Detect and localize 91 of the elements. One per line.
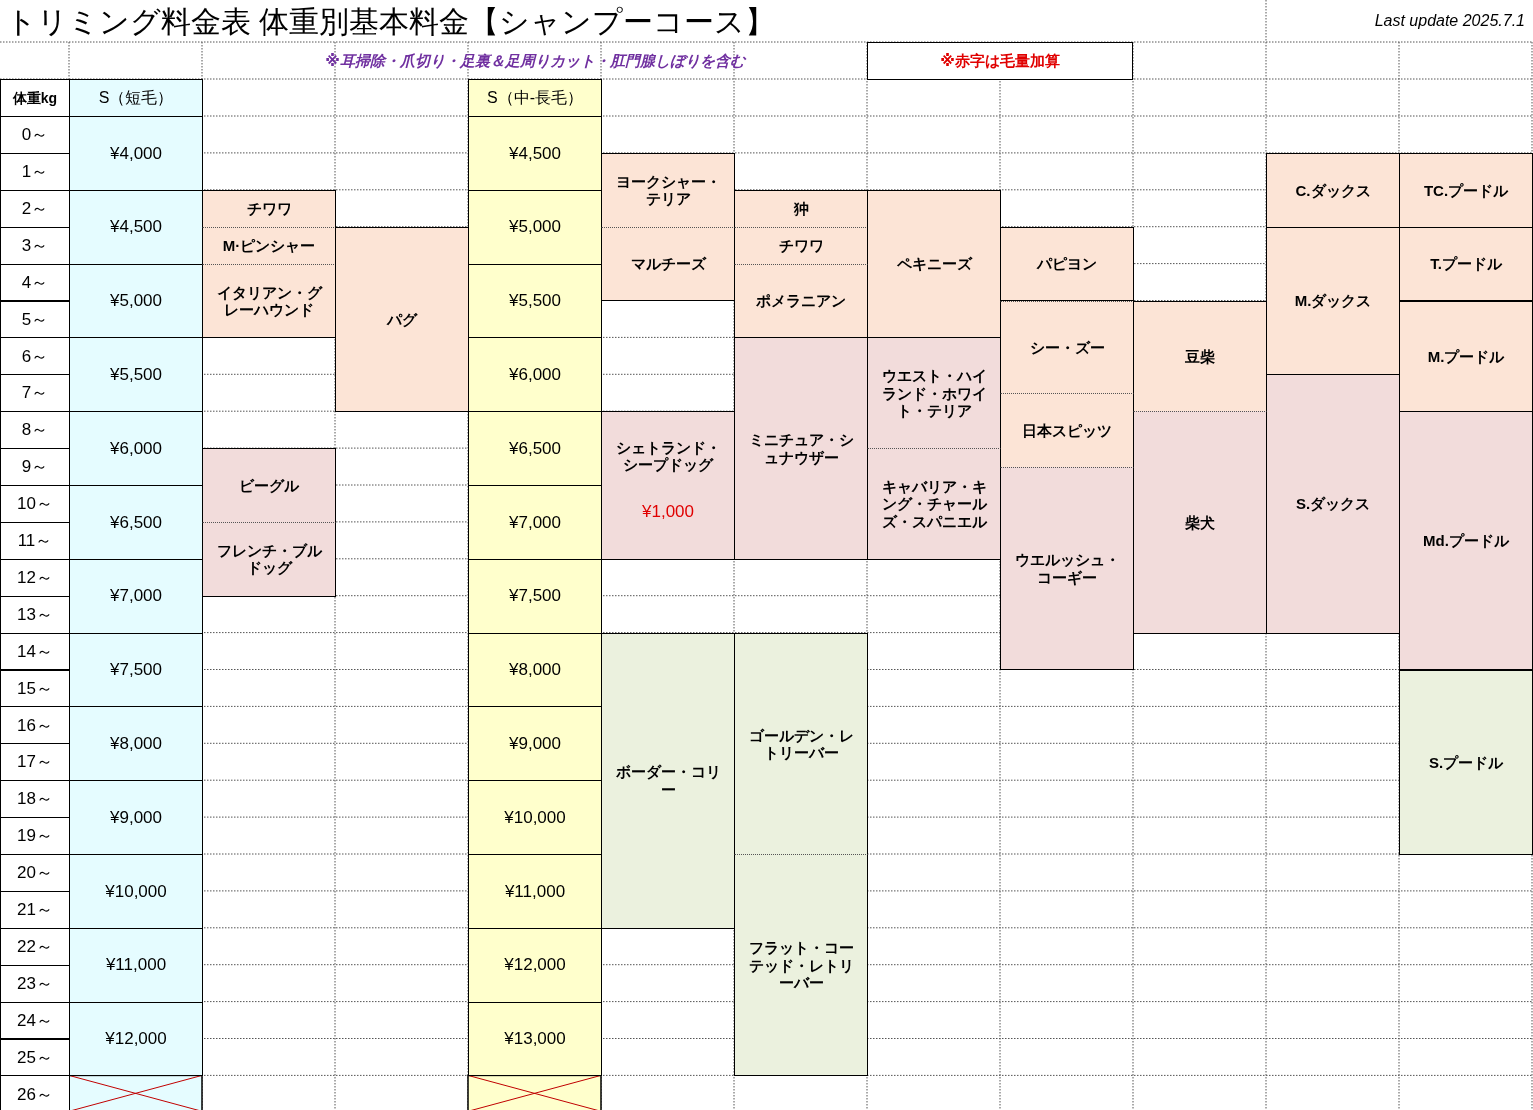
breed-cell: イタリアン・グレーハウンド <box>202 263 336 339</box>
price-cell: ¥9,000 <box>468 706 602 782</box>
weight-label: 1～ <box>0 152 70 191</box>
price-cell: ¥6,500 <box>468 411 602 486</box>
breed-cell: C.ダックス <box>1266 152 1400 228</box>
column-header: S（短毛） <box>69 79 203 117</box>
breed-cell: チワワ <box>734 226 868 265</box>
weight-label: 17～ <box>0 743 70 782</box>
breed-cell: ペキニーズ <box>867 189 1001 339</box>
breed-cell: M·ピンシャー <box>202 226 336 265</box>
breed-cell: TC.プードル <box>1399 152 1533 228</box>
weight-label: 7～ <box>0 374 70 413</box>
weight-label: 26～ <box>0 1075 70 1110</box>
weight-label: 15～ <box>0 669 70 708</box>
title: トリミング料金表 体重別基本料金【シャンプーコース】 <box>6 3 776 40</box>
breed-cell: Md.プードル <box>1399 411 1533 671</box>
weight-label: 12～ <box>0 558 70 597</box>
price-cell: ¥7,000 <box>468 485 602 560</box>
breed-cell: フラット・コーテッド・レトリーバー <box>734 854 868 1077</box>
weight-label: 16～ <box>0 706 70 745</box>
breed-cell: S.プードル <box>1399 669 1533 855</box>
price-cell: ¥5,000 <box>69 263 203 339</box>
weight-label: 9～ <box>0 448 70 486</box>
price-cell: ¥12,000 <box>468 927 602 1003</box>
breed-cell: チワワ <box>202 189 336 228</box>
breed-cell: シー・ズー <box>1000 300 1134 394</box>
breed-cell: ヨークシャー・テリア <box>601 152 735 228</box>
breed-cell: キャバリア・キング・チャールズ・スパニエル <box>867 448 1001 560</box>
weight-label: 25～ <box>0 1038 70 1077</box>
price-cell: ¥4,500 <box>69 189 203 265</box>
breed-cell: 狆 <box>734 189 868 228</box>
weight-label: 11～ <box>0 521 70 560</box>
price-cell: ¥7,500 <box>468 558 602 634</box>
weight-label: 0～ <box>0 116 70 154</box>
breed-cell: パピヨン <box>1000 226 1134 302</box>
breed-cell: ウエスト・ハイランド・ホワイト・テリア <box>867 337 1001 450</box>
breed-cell: S.ダックス <box>1266 374 1400 634</box>
note-text: ※耳掃除・爪切り・足裏＆足周りカット・肛門腺しぼりを含む <box>324 51 747 72</box>
breed-cell: ビーグル <box>202 448 336 523</box>
price-cell: ¥5,000 <box>468 189 602 265</box>
price-cell: ¥8,000 <box>468 632 602 708</box>
price-cell: ¥10,000 <box>69 854 203 929</box>
weight-label: 14～ <box>0 632 70 671</box>
price-cell: ¥4,000 <box>69 116 203 191</box>
price-cell: ¥9,000 <box>69 780 203 855</box>
weight-label: 4～ <box>0 263 70 302</box>
breed-cell: T.プードル <box>1399 226 1533 302</box>
weight-label: 18～ <box>0 780 70 819</box>
breed-cell: M.プードル <box>1399 300 1533 413</box>
weight-label: 21～ <box>0 890 70 929</box>
price-cell: ¥11,000 <box>468 854 602 929</box>
breed-cell: ゴールデン・レトリーバー <box>734 632 868 855</box>
surcharge-price: ¥1,000 <box>641 500 695 523</box>
weight-label: 22～ <box>0 927 70 966</box>
weight-label: 24～ <box>0 1001 70 1040</box>
weight-label: 3～ <box>0 226 70 265</box>
price-cell: ¥10,000 <box>468 780 602 855</box>
price-cell: ¥4,500 <box>468 116 602 191</box>
breed-cell: 豆柴 <box>1133 300 1267 413</box>
weight-label: 8～ <box>0 411 70 450</box>
weight-label: 20～ <box>0 854 70 892</box>
price-cell: ¥7,000 <box>69 558 203 634</box>
note-box: ※赤字は毛量加算 <box>867 42 1133 80</box>
column-header: S（中-長毛） <box>468 79 602 117</box>
price-cell: ¥6,500 <box>69 485 203 560</box>
weight-label: 2～ <box>0 189 70 228</box>
price-cell: ¥8,000 <box>69 706 203 782</box>
breed-cell: ウエルッシュ・コーギー <box>1000 466 1134 671</box>
column-header: 体重kg <box>0 79 70 117</box>
weight-label: 13～ <box>0 595 70 634</box>
weight-label: 6～ <box>0 337 70 376</box>
update-date: Last update 2025.7.1 <box>1373 11 1526 32</box>
price-cell: ¥6,000 <box>69 411 203 486</box>
price-cell: ¥5,500 <box>468 263 602 339</box>
weight-label: 23～ <box>0 964 70 1003</box>
breed-cell: マルチーズ <box>601 226 735 302</box>
weight-label: 10～ <box>0 485 70 523</box>
breed-cell: 日本スピッツ <box>1000 392 1134 468</box>
breed-cell: パグ <box>335 226 469 413</box>
breed-cell: M.ダックス <box>1266 226 1400 376</box>
price-cell: ¥11,000 <box>69 927 203 1003</box>
breed-cell: ボーダー・コリー <box>601 632 735 929</box>
weight-label: 5～ <box>0 300 70 339</box>
breed-cell: フレンチ・ブルドッグ <box>202 521 336 597</box>
price-cell: ¥5,500 <box>69 337 203 413</box>
breed-cell: 柴犬 <box>1133 411 1267 634</box>
price-cell: ¥6,000 <box>468 337 602 413</box>
weight-label: 19～ <box>0 817 70 855</box>
price-cell: ¥7,500 <box>69 632 203 708</box>
breed-cell: ミニチュア・シュナウザー <box>734 337 868 560</box>
breed-cell: ポメラニアン <box>734 263 868 339</box>
